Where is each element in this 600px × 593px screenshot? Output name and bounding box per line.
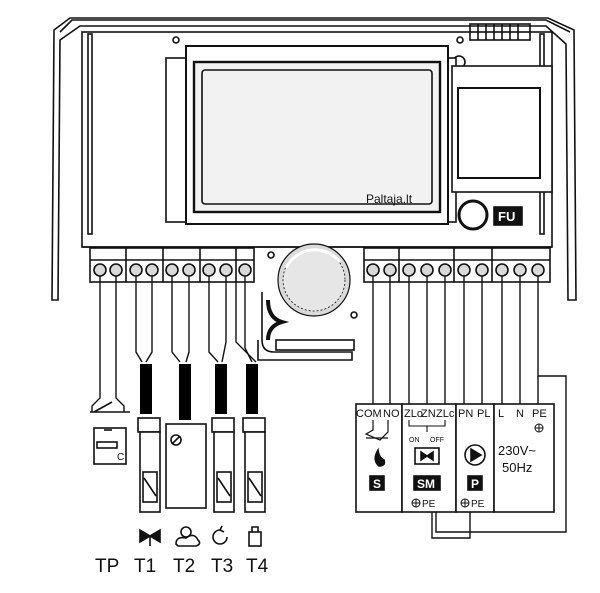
wires-left [91, 276, 257, 412]
label-off: OFF [430, 437, 444, 444]
fuse-holder [451, 65, 553, 231]
lcd-display [165, 45, 457, 225]
terminal-screw [438, 263, 452, 277]
mains-frequency: 50Hz [502, 460, 532, 475]
sensor-label-t1: T1 [134, 556, 156, 577]
boiler-relay-contact [364, 420, 389, 441]
label-n: N [516, 408, 524, 420]
terminal-screw [420, 263, 434, 277]
label-on: ON [409, 437, 420, 444]
terminal-screw [531, 263, 545, 277]
label-com: COM [356, 408, 382, 420]
boiler-badge-bg [369, 475, 385, 491]
pump-icon [464, 444, 486, 466]
terminal-screw [495, 263, 509, 277]
label-l: L [498, 408, 504, 420]
mixer-badge: SM [417, 477, 435, 491]
block-mains [493, 403, 555, 513]
label-zlo: ZLo [404, 408, 423, 420]
watermark: Paltaja.lt [366, 192, 413, 206]
mixer-actuator-icon [414, 447, 440, 465]
sensor-t1 [137, 364, 161, 513]
sensor-label-t2: T2 [173, 556, 195, 577]
room-thermostat-icon [93, 427, 127, 465]
hot-water-tank-icon [248, 526, 262, 547]
pump-pe: PE [471, 499, 485, 510]
sensor-label-t4: T4 [246, 556, 269, 577]
earth-icon [534, 423, 544, 433]
terminal-screw [402, 263, 416, 277]
earth-icon [411, 498, 421, 508]
label-zn: ZN [421, 408, 436, 420]
mixer-pe: PE [422, 499, 436, 510]
mixer-valve-icon [139, 528, 161, 546]
sensor-label-tp: TP [95, 556, 119, 577]
label-pe: PE [532, 408, 547, 420]
terminal-screw [165, 263, 179, 277]
terminal-screw [145, 263, 159, 277]
terminal-screw [383, 263, 397, 277]
mixer-badge-bg [413, 475, 441, 491]
terminal-screw [366, 263, 380, 277]
cable-clamp [257, 251, 358, 361]
terminal-screw [109, 263, 123, 277]
terminal-screw [129, 263, 143, 277]
earth-icon [460, 498, 470, 508]
outdoor-sun-cloud-icon [175, 526, 201, 547]
sensor-t3 [211, 364, 235, 513]
mains-voltage: 230V~ [498, 443, 536, 458]
boiler-badge: S [373, 477, 381, 491]
control-knob[interactable] [277, 243, 351, 317]
pump-badge: P [471, 477, 479, 491]
flame-icon [374, 447, 386, 467]
label-no: NO [383, 408, 400, 420]
sensor-label-t3: T3 [211, 556, 233, 577]
terminal-screw [513, 263, 527, 277]
terminal-screw [457, 263, 471, 277]
terminal-block-right [363, 247, 551, 283]
terminal-screw [182, 263, 196, 277]
top-connector [469, 23, 531, 41]
terminal-screw [238, 263, 252, 277]
fuse-label: FU [498, 209, 515, 224]
wires-right [372, 276, 567, 539]
label-zlc: ZLc [436, 408, 455, 420]
tp-switch [90, 401, 130, 413]
terminal-screw [475, 263, 489, 277]
terminal-screw [219, 263, 233, 277]
sensor-t2 [165, 364, 207, 509]
room-thermostat-unit: C [117, 452, 124, 463]
terminal-screw [93, 263, 107, 277]
label-pn: PN [458, 408, 473, 420]
return-loop-icon [212, 525, 228, 545]
pump-badge-bg [467, 475, 483, 491]
label-pl: PL [477, 408, 490, 420]
terminal-screw [202, 263, 216, 277]
sensor-t4 [242, 364, 266, 513]
